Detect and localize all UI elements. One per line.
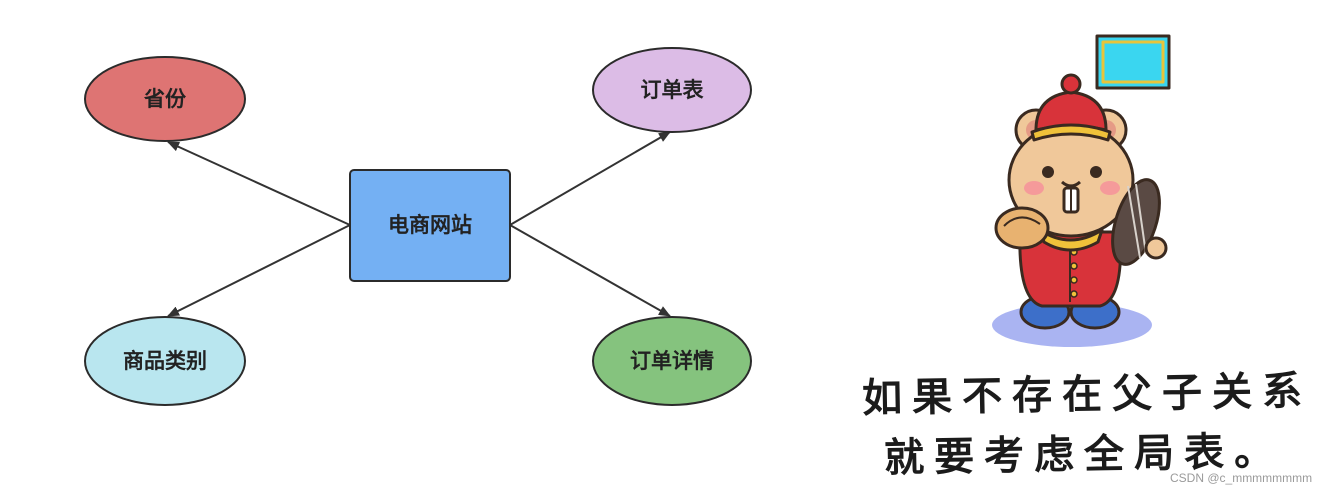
node-category[interactable]: 商品类别 xyxy=(84,316,246,406)
edge-to-order xyxy=(509,131,671,226)
node-province[interactable]: 省份 xyxy=(84,56,246,142)
node-order-label: 订单表 xyxy=(641,78,705,102)
node-order-detail-label: 订单详情 xyxy=(630,349,714,373)
edge-to-province xyxy=(167,141,351,226)
csdn-watermark: CSDN @c_mmmmmmmm xyxy=(1170,471,1313,485)
node-province-label: 省份 xyxy=(143,87,187,111)
center-node-label: 电商网站 xyxy=(388,213,472,237)
edge-to-order-detail xyxy=(509,224,671,317)
node-category-label: 商品类别 xyxy=(123,349,207,373)
sticker-caption-line1: 如果不存在父子关系 xyxy=(861,368,1313,422)
hamster-mascot-illustration xyxy=(992,34,1171,347)
node-order-detail[interactable]: 订单详情 xyxy=(592,316,752,406)
edge-to-category xyxy=(167,224,351,317)
node-order[interactable]: 订单表 xyxy=(592,47,752,133)
center-node[interactable]: 电商网站 xyxy=(349,169,511,282)
